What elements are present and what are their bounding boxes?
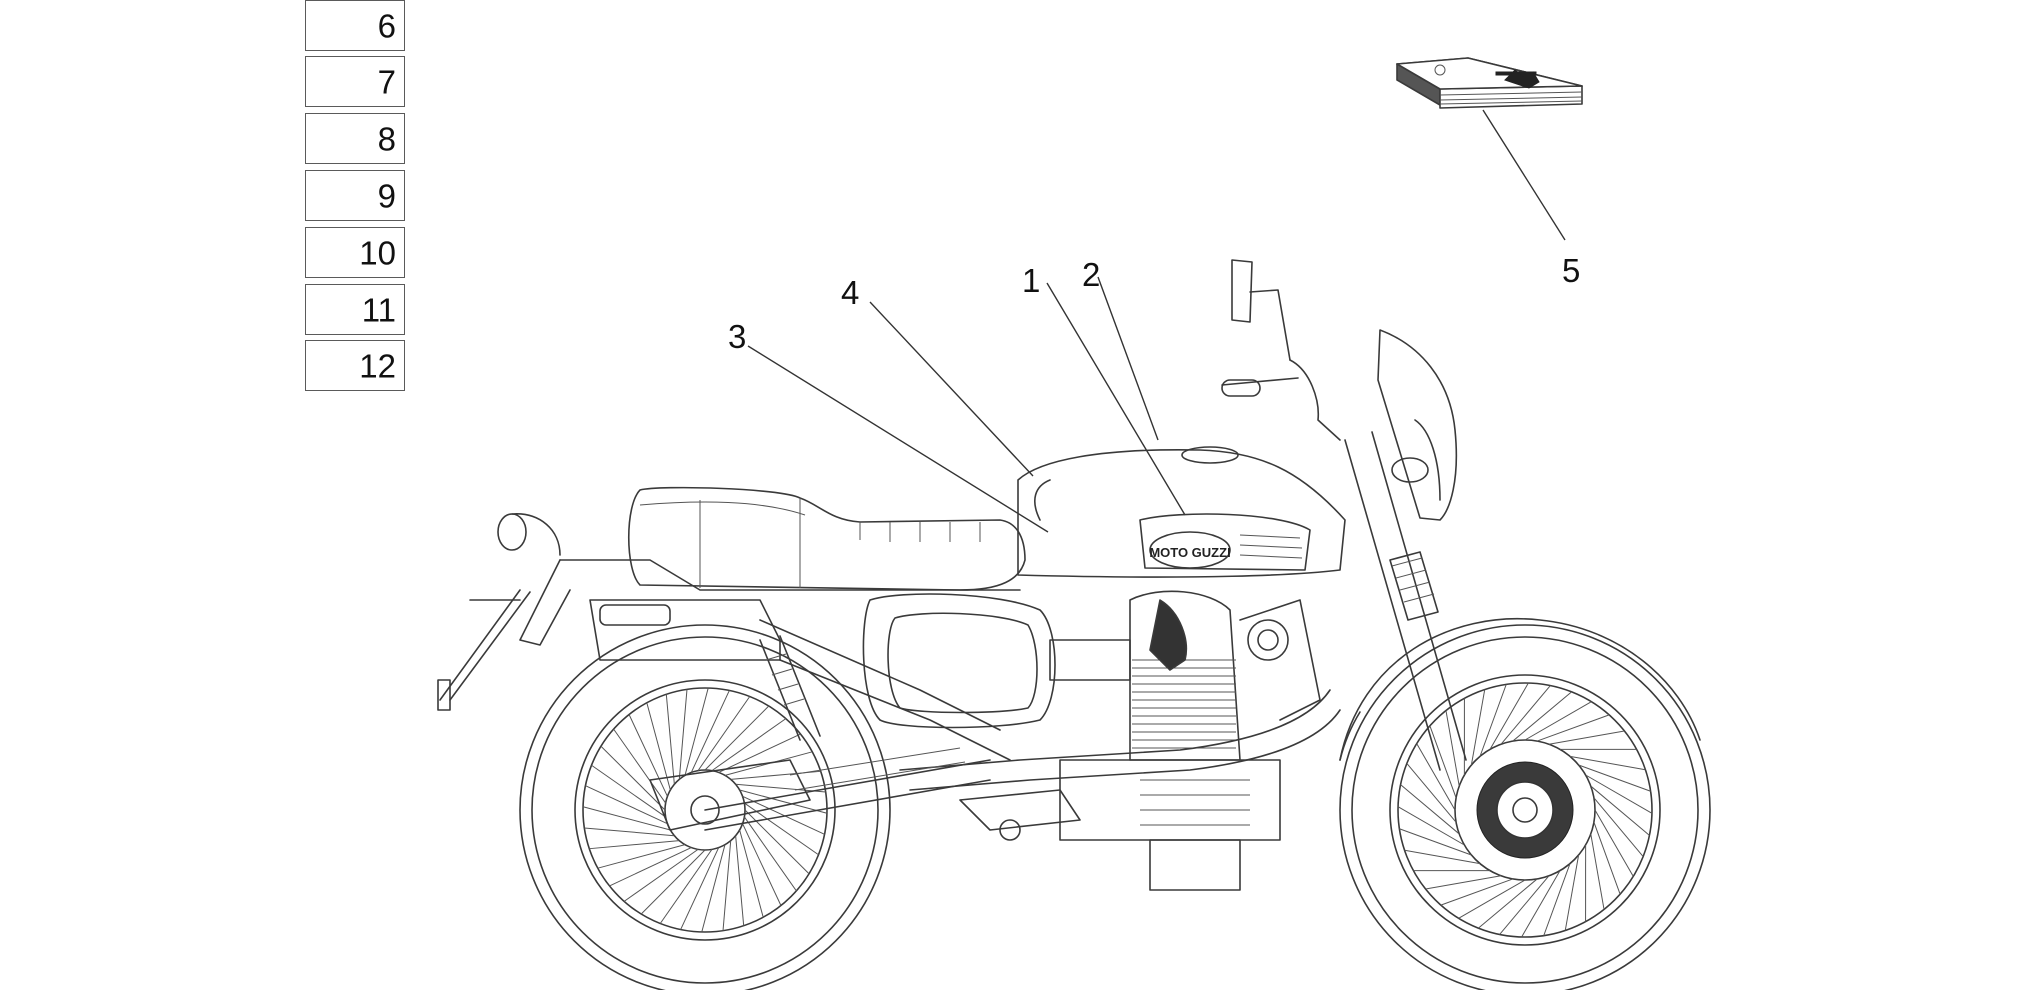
wheel-spoke (646, 702, 671, 791)
wheel-spoke (1593, 821, 1621, 895)
wheel-spoke (743, 816, 797, 892)
wheel-spoke (628, 714, 668, 797)
ref-box-label: 11 (361, 291, 396, 328)
wheel-spoke (718, 733, 801, 773)
ref-box-label: 7 (377, 63, 396, 100)
wheel-spoke (1404, 849, 1481, 865)
callout-4: 4 (841, 274, 859, 311)
wheel-spoke (582, 806, 671, 831)
wheel-spoke (739, 829, 764, 918)
wheel-spoke (1548, 730, 1625, 745)
ref-box-7: 7 (305, 56, 405, 107)
wheel-spoke (1524, 701, 1592, 741)
wheel-spoke (640, 849, 706, 915)
wheel-spoke (1564, 854, 1580, 931)
wheel-spoke (1500, 685, 1551, 745)
wheel-spoke (1536, 714, 1610, 742)
wheel-spoke (1590, 833, 1605, 910)
wheel-spoke (1489, 682, 1529, 750)
wheel-spoke (1512, 691, 1572, 742)
wheel-spoke (739, 789, 828, 814)
ref-box-label: 8 (377, 120, 396, 157)
wheel-spoke (701, 844, 726, 933)
wheel-spoke (613, 728, 667, 804)
wheel-spoke (1400, 784, 1460, 835)
wheel-spoke (591, 764, 666, 818)
wheel-spoke (600, 745, 666, 811)
wheel-spoke (1543, 863, 1571, 936)
wheel-spoke (1399, 828, 1472, 856)
wheel-spoke (1593, 797, 1644, 857)
wheel-spoke (623, 848, 699, 902)
wheel-spoke (597, 844, 686, 869)
engine (1049, 590, 1321, 891)
leader-lines (747, 109, 1566, 533)
rear-wheel (519, 624, 891, 990)
wheel-spoke (711, 718, 787, 772)
wheel-spoke (1569, 755, 1646, 771)
ref-box-12: 12 (305, 340, 405, 391)
wheel-spoke (659, 849, 713, 924)
wheel-spoke (1397, 806, 1465, 846)
ref-box-label: 6 (377, 7, 396, 44)
ref-box-11: 11 (305, 284, 405, 335)
wheel-spoke (1425, 875, 1502, 890)
wheel-spoke (589, 840, 680, 850)
wheel-spoke (742, 823, 782, 906)
wheel-spoke (1458, 879, 1526, 919)
wheel-spoke (722, 840, 732, 931)
wheel-spoke (1429, 725, 1457, 799)
ref-box-label: 12 (359, 347, 396, 384)
wheel-spoke (1521, 870, 1561, 938)
wheel-spoke (1578, 764, 1651, 792)
wheel-spoke (742, 795, 825, 835)
wheel-spoke (1445, 710, 1460, 787)
wheel-spoke (584, 827, 675, 837)
wheel-spoke (1406, 763, 1457, 823)
wheel-spoke (1416, 743, 1456, 811)
motorcycle-drawing: MOTO GUZZI (437, 259, 1711, 990)
wheel-spoke (1499, 875, 1550, 935)
wheel-spoke (1470, 689, 1486, 766)
front-wheel (1339, 624, 1711, 990)
wheel-spoke (680, 847, 720, 930)
wheel-spoke (690, 690, 730, 773)
wheel-spoke (697, 696, 751, 771)
ref-box-8: 8 (305, 113, 405, 164)
callout-5: 5 (1562, 252, 1580, 289)
wheel-spoke (609, 847, 692, 887)
ref-box-6: 6 (305, 0, 405, 51)
wheel-spoke (735, 835, 745, 926)
wheel-spoke (684, 687, 709, 776)
wheel-spoke (1585, 774, 1653, 814)
ref-box-label: 10 (359, 234, 396, 271)
ref-box-10: 10 (305, 227, 405, 278)
wheel-spoke (1590, 785, 1650, 836)
callout-3: 3 (728, 318, 746, 355)
wheel-spoke (585, 785, 668, 825)
wheel-spoke (1594, 809, 1634, 877)
manual-booklet (1396, 57, 1583, 109)
callout-2: 2 (1082, 256, 1100, 293)
wheel-spoke (1440, 878, 1514, 906)
ref-box-label: 9 (377, 177, 396, 214)
wheel-spoke (1478, 878, 1538, 929)
wheel-spoke (704, 705, 770, 771)
wheel-spoke (678, 689, 688, 780)
wheel-spoke (1479, 684, 1507, 757)
callout-1: 1 (1022, 262, 1040, 299)
wheel-spoke (665, 694, 675, 785)
tank-logo: MOTO GUZZI (1149, 545, 1230, 560)
ref-box-9: 9 (305, 170, 405, 221)
